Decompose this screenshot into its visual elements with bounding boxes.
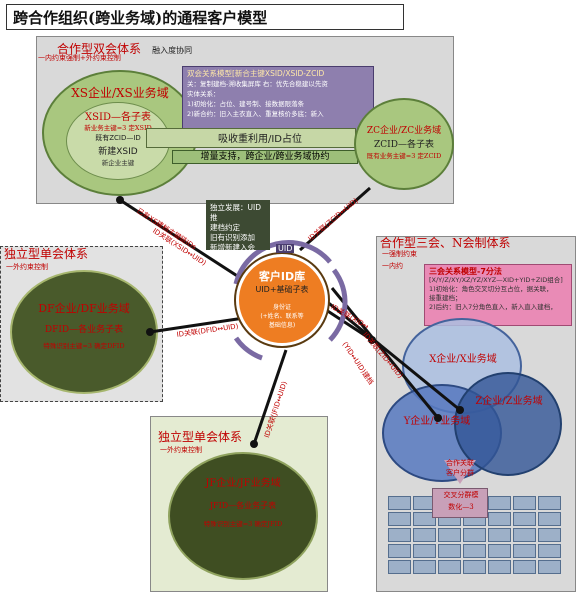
central-circle	[236, 254, 328, 346]
dual-relation-line: 关：复制建档-溯收集屏库 右：优先合稳建以先资	[187, 80, 328, 88]
split-label2: 客户分群	[446, 469, 474, 477]
central-arc	[233, 336, 263, 361]
dual-relation-line: 2)新合约：旧入主衣直入、重复核价多底：新入	[187, 110, 324, 118]
multi-model-title: 三会关系模型-7分法	[429, 267, 502, 276]
multi-model-line: 1)初始化：角色交叉切分互占位，据关联，	[429, 285, 553, 293]
zc-title: ZC企业/ZC业务域	[366, 126, 442, 136]
dark-info-line: 旧有识别添加	[210, 233, 255, 242]
central-title: 客户ID库	[258, 270, 306, 283]
coop-dual-title: 合作型双会体系	[57, 42, 142, 56]
cross-label1: 交叉分群模	[443, 491, 479, 499]
link-node	[146, 328, 154, 336]
dark-info-box: 独立发展：UID推 建档约定 旧有识别添加 新增新建入会	[206, 200, 270, 252]
coop-dual-subtitle: 一内约束强制+外约束控制	[38, 54, 121, 62]
xs-line2: 新建XSID	[98, 147, 138, 157]
link-y-line	[330, 287, 440, 419]
coop-dual-title-row: 合作型双会体系 融入度协同	[57, 38, 192, 57]
jf-note: 特殊识别主键=3 确定JFID	[203, 520, 283, 528]
multi-model-line: 2)后约：旧入7分角色直入，新入直入建档，	[429, 303, 557, 311]
link-jf-line	[252, 349, 288, 445]
indep-df-title: 独立型单会体系	[4, 247, 89, 261]
page-title: 跨合作组织(跨业务域)的通程客户模型	[6, 4, 404, 30]
central-detail2: (+姓名、联系等	[260, 313, 304, 320]
link-node	[250, 440, 258, 448]
coop-dual-title-suffix: 融入度协同	[152, 46, 193, 55]
df-note: 特殊识别主键=3 确定DFID	[43, 342, 125, 350]
link-node	[116, 196, 124, 204]
venn-z-circle	[454, 372, 562, 476]
venn-x-label: X企业/X业务域	[429, 354, 497, 365]
xs-note: 新业务主键=3 定XSID	[84, 124, 152, 132]
absorb-label: 吸收重利用/ID占位	[217, 134, 303, 145]
zc-ellipse	[354, 98, 454, 190]
cross-arrow	[432, 488, 488, 518]
jf-sub: JFID—各业务子表	[209, 501, 277, 510]
multi-model-line: [X/Y/Z/XY/XZ/YZ/XYZ—XID+YID+ZID组合]	[429, 276, 563, 284]
indep-jf-subtitle: 一外约束控制	[160, 446, 202, 454]
zc-sub: ZCID—各子表	[374, 140, 434, 150]
dark-info-line: 建档约定	[210, 223, 240, 232]
indep-jf-title: 独立型单会体系	[158, 430, 243, 444]
link-node	[434, 414, 442, 422]
dark-info-line: 新增新建入会	[210, 243, 255, 252]
segment-grid	[388, 496, 568, 588]
coop-multi-title: 合作型三会、N会制体系	[380, 236, 511, 250]
df-title: DF企业/DF业务域	[38, 302, 130, 315]
central-sub: UID+基础子表	[255, 285, 309, 294]
coop-multi-subtitle2: 一内约	[382, 262, 403, 270]
central-arc	[328, 268, 348, 342]
central-tag: UID	[276, 244, 295, 253]
df-sub: DFID—各业务子表	[44, 325, 124, 335]
df-ellipse	[10, 270, 158, 394]
indep-df-subtitle: 一外约束控制	[6, 263, 48, 271]
central-detail3: 基础信息)	[268, 322, 296, 329]
dark-info-line: 独立发展：UID推	[210, 203, 261, 222]
venn-z-label: Z企业/Z业务域	[475, 396, 543, 407]
split-arrow	[444, 460, 476, 484]
link-zc-line	[299, 186, 371, 252]
cross-label2: 数化—3	[448, 503, 474, 511]
central-detail1: 身份证	[272, 304, 291, 311]
jf-title: JF企业/JF业务域	[205, 478, 281, 489]
link-node	[368, 336, 376, 344]
jf-ellipse	[168, 452, 318, 580]
xs-sub: XSID—各子表	[85, 112, 151, 123]
xs-line1: 既有ZCID—ID	[95, 134, 141, 142]
xs-line3: 新企业主键	[101, 159, 135, 167]
link-x-line	[319, 304, 373, 342]
dual-relation-line: 实体关系：	[187, 90, 220, 98]
coop-multi-subtitle: 一强制约束	[382, 250, 417, 258]
xs-title: XS企业/XS业务域	[71, 86, 169, 100]
link-df-line	[149, 316, 245, 334]
dual-relation-title: 双会关系模型[新合主键XSID/XSID-ZCID	[187, 69, 325, 78]
multi-model-line: 接重建档；	[429, 294, 462, 302]
dual-relation-box: 双会关系模型[新合主键XSID/XSID-ZCID 关：复制建档-溯收集屏库 右…	[182, 66, 374, 132]
zc-note: 既有业务主键=3 定ZCID	[366, 152, 442, 160]
central-arc	[233, 240, 332, 285]
multi-model-box: 三会关系模型-7分法 [X/Y/Z/XY/XZ/YZ/XYZ—XID+YID+Z…	[424, 264, 572, 326]
sync-bar: 增量支持，跨企业/跨业务域协约	[172, 150, 358, 164]
split-label1: 合作关联	[446, 459, 474, 467]
link-node	[456, 406, 464, 414]
dual-relation-line: 1)初始化：占位、建号制、接数据限落条	[187, 100, 305, 108]
